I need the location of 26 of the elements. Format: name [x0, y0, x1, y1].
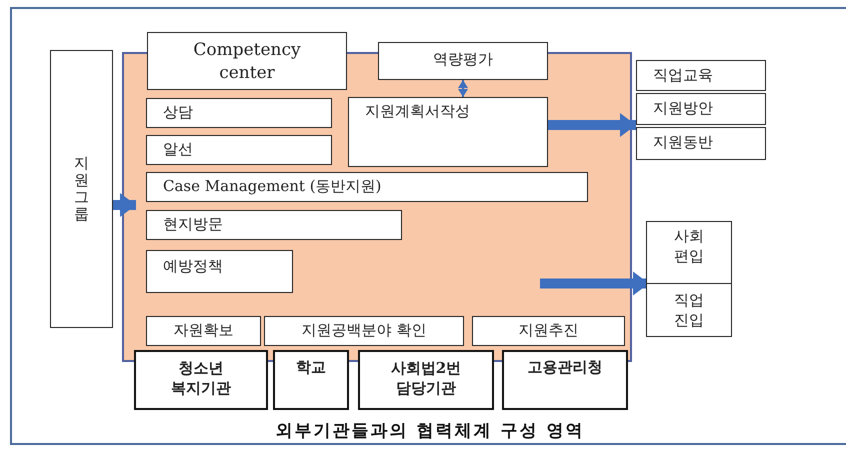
process-box: 지원그룹 [50, 50, 113, 328]
process-box: 현지방문 [146, 210, 402, 240]
process-box: 상담 [146, 98, 332, 128]
arrow [548, 113, 636, 137]
process-box: 지원공백분야 확인 [264, 316, 464, 346]
process-box: 알선 [146, 135, 332, 165]
process-box: 직업교육 [636, 60, 766, 91]
process-box: 사회법2번 담당기관 [358, 350, 494, 410]
process-box: Case Management (동반지원) [146, 172, 588, 202]
process-box: Competency center [147, 32, 347, 90]
arrow [540, 272, 649, 296]
process-box: 역량평가 [378, 42, 548, 80]
process-box: 예방정책 [146, 250, 293, 293]
process-box: 사회 편입 [646, 221, 732, 284]
process-box: 지원계획서작성 [348, 97, 548, 167]
caption: 외부기관들과의 협력체계 구성 영역 [274, 420, 586, 442]
process-box: 고용관리청 [502, 350, 628, 410]
process-box: 청소년 복지기관 [134, 350, 268, 410]
process-box: 지원방안 [636, 93, 766, 125]
process-box: 자원확보 [146, 316, 261, 346]
arrow [458, 80, 468, 97]
process-box: 직업 진입 [646, 283, 732, 337]
process-box: 학교 [273, 350, 349, 410]
arrow [113, 193, 136, 217]
process-box: 지원동반 [636, 127, 766, 160]
process-box: 지원추진 [472, 316, 625, 346]
